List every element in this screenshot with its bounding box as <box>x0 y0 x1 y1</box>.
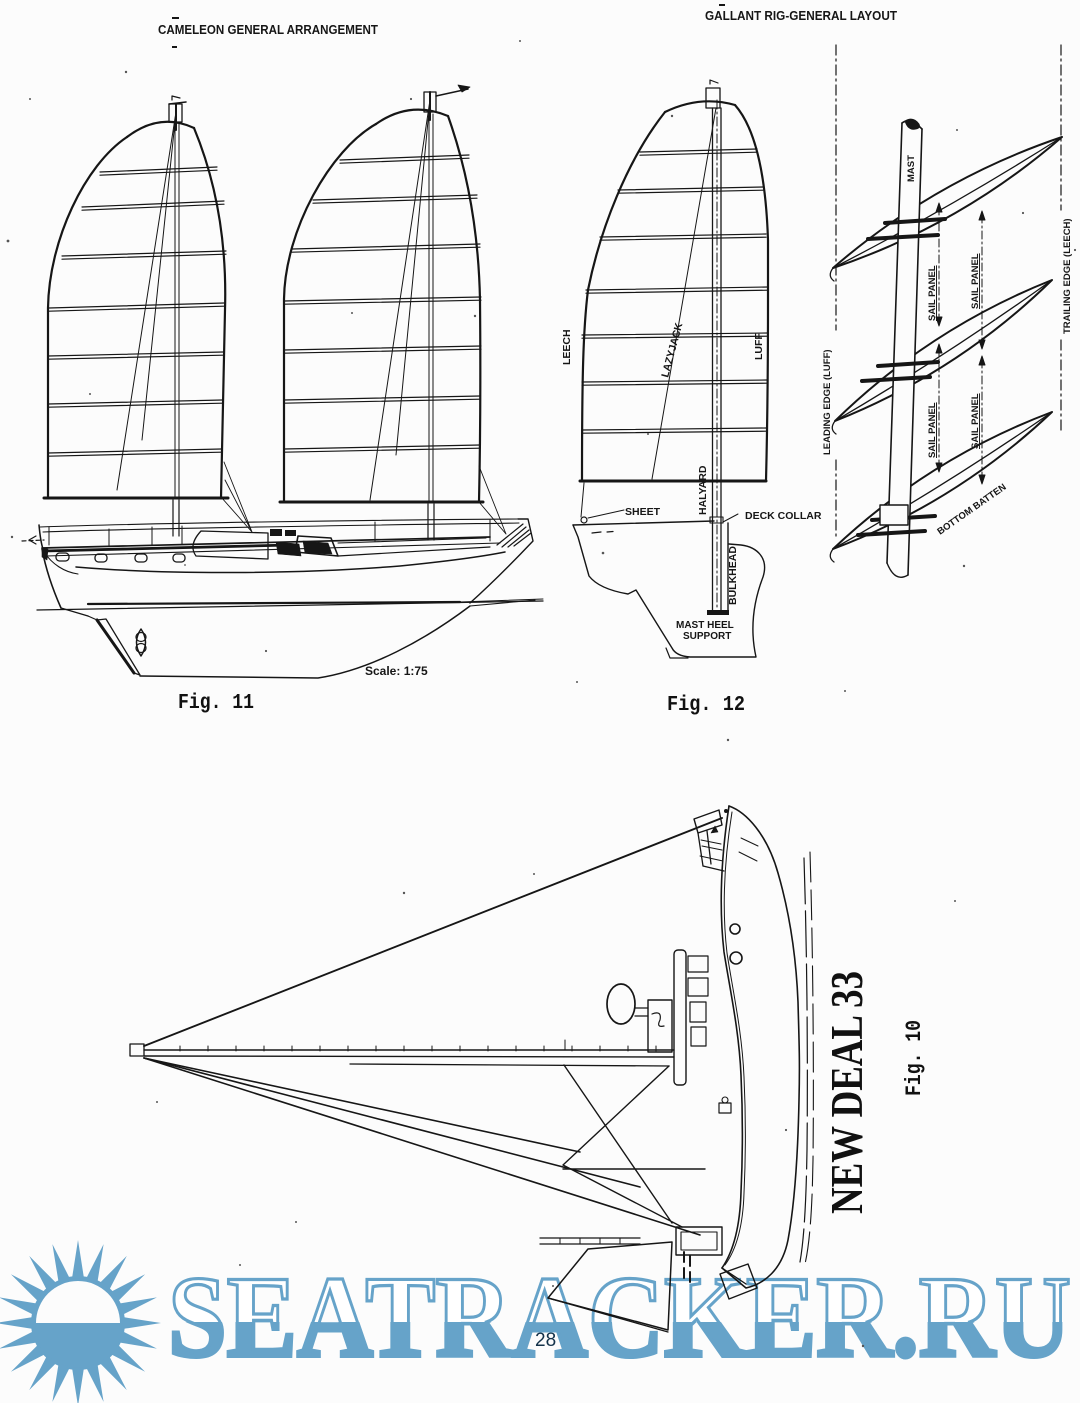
svg-text:DECK COLLAR: DECK COLLAR <box>745 510 822 522</box>
svg-text:Fig. 11: Fig. 11 <box>178 692 254 715</box>
svg-text:SUPPORT: SUPPORT <box>683 631 731 642</box>
svg-text:LUFF: LUFF <box>753 333 765 360</box>
svg-text:MAST: MAST <box>906 155 917 182</box>
svg-text:SAIL PANEL: SAIL PANEL <box>970 253 981 309</box>
svg-text:MAST HEEL: MAST HEEL <box>676 620 734 631</box>
svg-text:CAMELEON GENERAL ARRANGEMENT: CAMELEON GENERAL ARRANGEMENT <box>158 23 378 37</box>
svg-text:Fig. 10: Fig. 10 <box>902 1020 927 1096</box>
svg-text:NEW DEAL 33: NEW DEAL 33 <box>821 971 872 1214</box>
svg-text:SAIL PANEL: SAIL PANEL <box>927 402 938 458</box>
svg-text:LEADING EDGE (LUFF): LEADING EDGE (LUFF) <box>822 349 833 455</box>
svg-text:GALLANT RIG-GENERAL LAYOUT: GALLANT RIG-GENERAL LAYOUT <box>705 9 897 23</box>
svg-text:SEATRACKER.RU: SEATRACKER.RU <box>168 1253 1071 1382</box>
svg-text:BULKHEAD: BULKHEAD <box>727 546 739 605</box>
svg-text:HALYARD: HALYARD <box>697 465 709 515</box>
svg-text:28: 28 <box>535 1330 556 1351</box>
svg-text:SHEET: SHEET <box>625 506 661 518</box>
svg-text:TRAILING EDGE (LEECH): TRAILING EDGE (LEECH) <box>1062 218 1073 334</box>
svg-text:Scale: 1:75: Scale: 1:75 <box>365 664 428 678</box>
svg-text:SAIL PANEL: SAIL PANEL <box>970 393 981 449</box>
svg-text:SAIL PANEL: SAIL PANEL <box>927 265 938 321</box>
svg-text:LEECH: LEECH <box>561 329 573 365</box>
svg-text:Fig. 12: Fig. 12 <box>667 694 745 717</box>
svg-text:SEATRACKER.RU: SEATRACKER.RU <box>168 1253 1071 1382</box>
